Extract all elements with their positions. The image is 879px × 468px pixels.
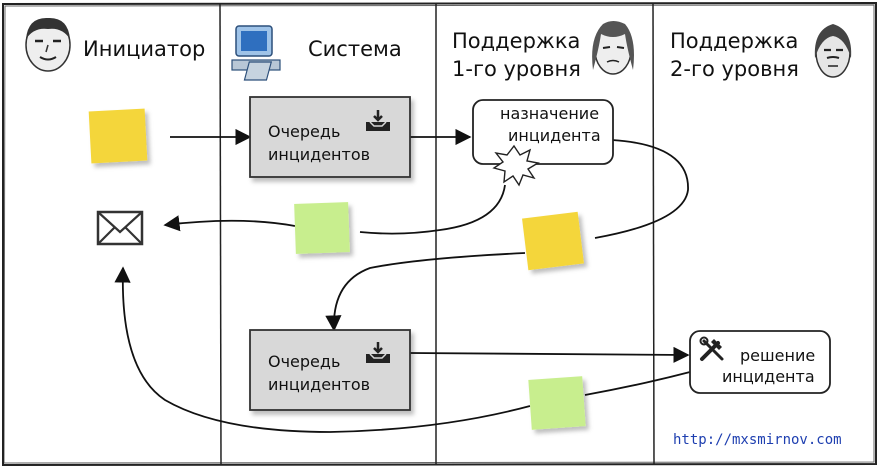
envelope-icon [96, 210, 144, 246]
assign-box: назначение инцидента [472, 99, 614, 187]
resolve-box: решение инцидента [689, 330, 831, 394]
queue-box-2: Очередь инцидентов [249, 329, 411, 411]
lane-title-system: Система [308, 37, 402, 61]
burst-icon [492, 144, 540, 187]
sticky-note-icon [522, 211, 584, 271]
lane-header-support-1: Поддержка 1-го уровня [452, 21, 634, 81]
person-icon [25, 17, 71, 72]
queue-2-line2: инцидентов [268, 375, 370, 394]
inbox-icon [366, 110, 390, 131]
queue-1-line1: Очередь [268, 122, 340, 141]
sticky-note-icon [88, 108, 148, 164]
resolve-line2: инцидента [722, 367, 815, 386]
arrow-queue-to-resolve [409, 346, 690, 363]
queue-2-line1: Очередь [268, 352, 340, 371]
arrow-assign-to-envelope [165, 184, 506, 234]
arrow-assign-to-queue-2 [334, 139, 689, 330]
person-icon [592, 21, 634, 75]
lane-title-initiator: Инициатор [83, 37, 205, 61]
lane-header-initiator: Инициатор [25, 17, 205, 72]
tools-icon [699, 336, 724, 361]
lane-title-support-2-line1: Поддержка [670, 29, 798, 53]
lane-title-support-1-line1: Поддержка [452, 29, 580, 53]
connectors [123, 128, 691, 433]
lane-header-support-2: Поддержка 2-го уровня [670, 24, 852, 81]
assign-line2: инцидента [508, 126, 601, 145]
queue-1-line2: инцидентов [268, 145, 370, 164]
queue-box-1: Очередь инцидентов [249, 96, 411, 178]
assign-line1: назначение [500, 104, 599, 123]
lane-dividers [219, 3, 655, 465]
inbox-icon [366, 342, 390, 363]
computer-icon [231, 25, 281, 81]
footer-url[interactable]: http://mxsmirnov.com [673, 432, 842, 448]
person-icon [814, 24, 852, 78]
lane-header-system: Система [231, 25, 402, 81]
sticky-note-icon [294, 202, 350, 254]
lane-title-support-2-line2: 2-го уровня [670, 57, 799, 81]
arrow-resolve-to-envelope [123, 268, 691, 433]
sticky-note-icon [528, 376, 586, 430]
lane-title-support-1-line2: 1-го уровня [452, 57, 581, 81]
resolve-line1: решение [740, 346, 815, 365]
